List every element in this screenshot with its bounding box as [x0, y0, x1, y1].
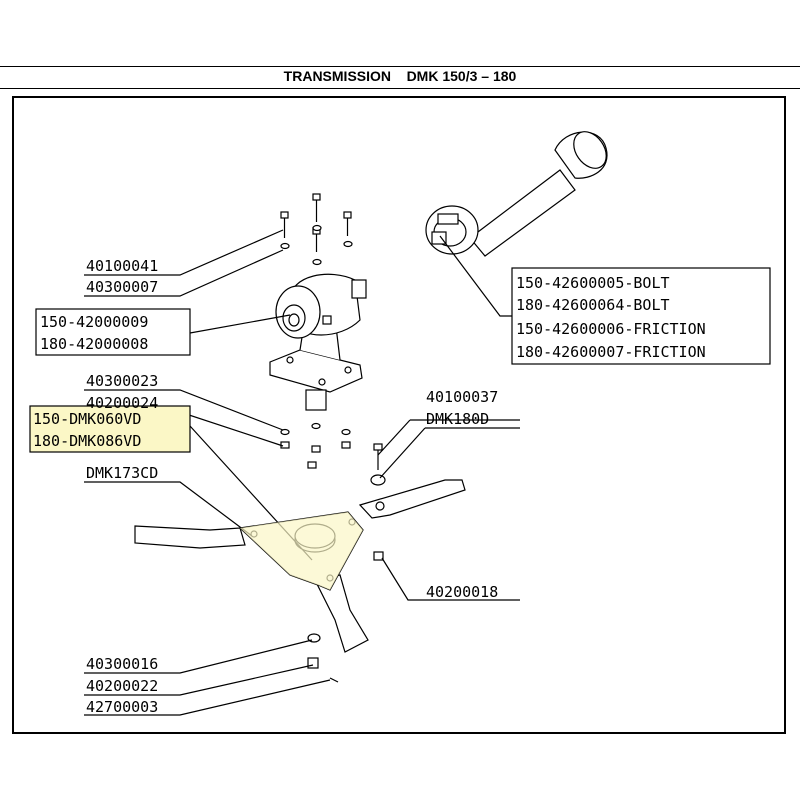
- blade-bottom: [314, 574, 369, 653]
- blade-right: [358, 479, 466, 519]
- blade-left: [134, 525, 246, 549]
- hub-nuts: [280, 422, 351, 469]
- label-150-DMK060VD: 150-DMK060VD: [33, 410, 141, 428]
- label-pto-bolt-150: 150-42600005-BOLT: [516, 274, 670, 292]
- label-40300023: 40300023: [86, 372, 158, 390]
- disc-highlight: [240, 512, 363, 590]
- pin-bottom: [329, 677, 339, 683]
- label-180-DMK086VD: 180-DMK086VD: [33, 432, 141, 450]
- pto-shaft: [425, 131, 608, 257]
- drawing-frame: [12, 96, 786, 734]
- label-box-gearbox: [35, 308, 191, 356]
- washers-top: [280, 224, 353, 266]
- label-DMK180D: DMK180D: [426, 410, 489, 428]
- label-pto-bolt-180: 180-42600064-BOLT: [516, 296, 670, 314]
- label-pto-friction-180: 180-42600007-FRICTION: [516, 343, 706, 361]
- gearbox: [269, 273, 367, 411]
- blade-bolt: [370, 443, 386, 486]
- title-underline: [0, 88, 800, 89]
- label-box-disc: [29, 405, 191, 453]
- label-180-42000008: 180-42000008: [40, 335, 148, 353]
- label-pto-friction-150: 150-42600006-FRICTION: [516, 320, 706, 338]
- nut-bottom: [307, 657, 319, 669]
- leader-lines: [84, 229, 520, 716]
- page-title: TRANSMISSION DMK 150/3 – 180: [283, 68, 517, 84]
- nut-right: [373, 551, 384, 561]
- label-box-pto: [511, 267, 771, 365]
- label-DMK173CD: DMK173CD: [86, 464, 158, 482]
- label-42700003: 42700003: [86, 698, 158, 716]
- label-40100037: 40100037: [426, 388, 498, 406]
- bolts-top: [280, 193, 352, 252]
- label-40200018: 40200018: [426, 583, 498, 601]
- label-40300016: 40300016: [86, 655, 158, 673]
- label-40200022: 40200022: [86, 677, 158, 695]
- top-rule: [0, 66, 800, 67]
- label-40200024: 40200024: [86, 394, 158, 412]
- label-150-42000009: 150-42000009: [40, 313, 148, 331]
- label-40300007: 40300007: [86, 278, 158, 296]
- label-40100041: 40100041: [86, 257, 158, 275]
